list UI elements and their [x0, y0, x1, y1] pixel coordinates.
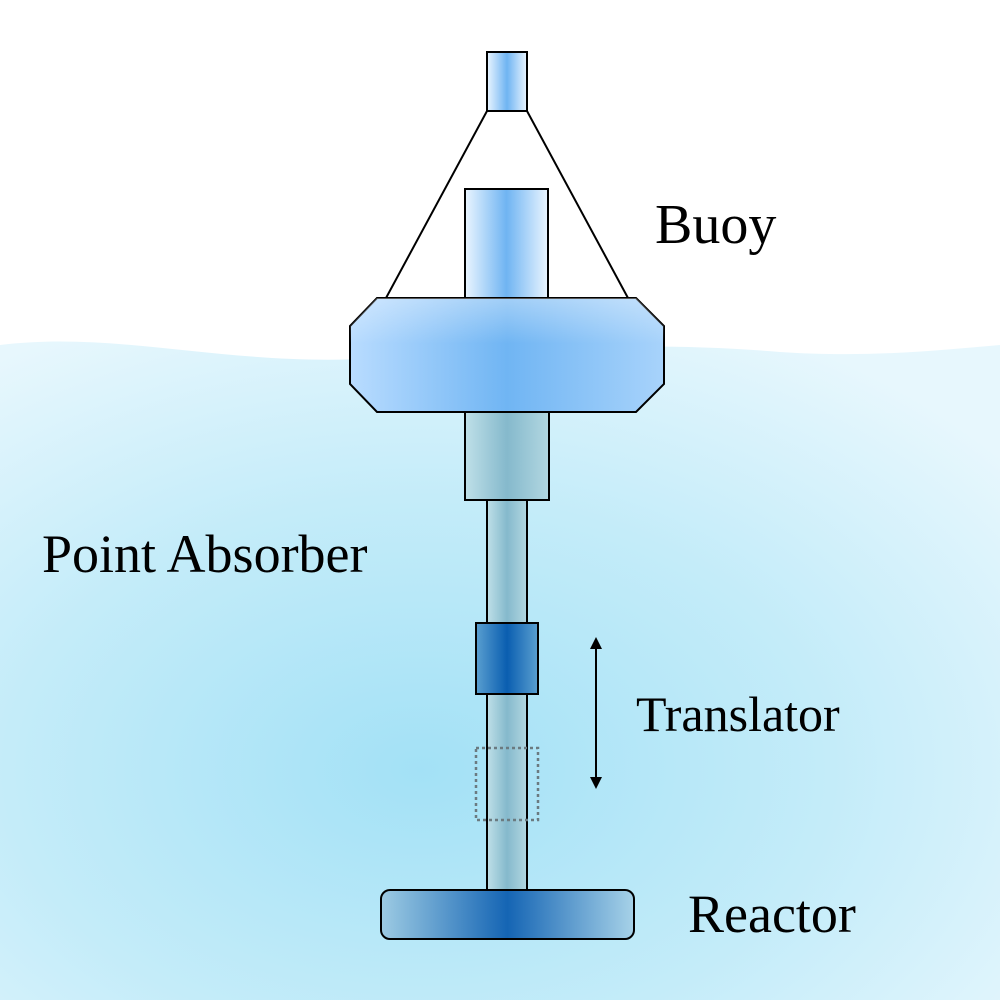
reactor-plate: [380, 889, 635, 940]
reactor-label: Reactor: [688, 884, 856, 944]
point-absorber-label: Point Absorber: [42, 524, 368, 584]
shaft-housing: [464, 411, 550, 501]
translator-label: Translator: [636, 686, 840, 742]
buoy-label: Buoy: [655, 194, 776, 256]
buoy-antenna: [486, 51, 528, 112]
buoy-float-highlight: [350, 298, 664, 412]
translator-lower-position: [474, 746, 540, 822]
buoy-mast: [464, 188, 549, 299]
translator-block: [475, 622, 539, 695]
